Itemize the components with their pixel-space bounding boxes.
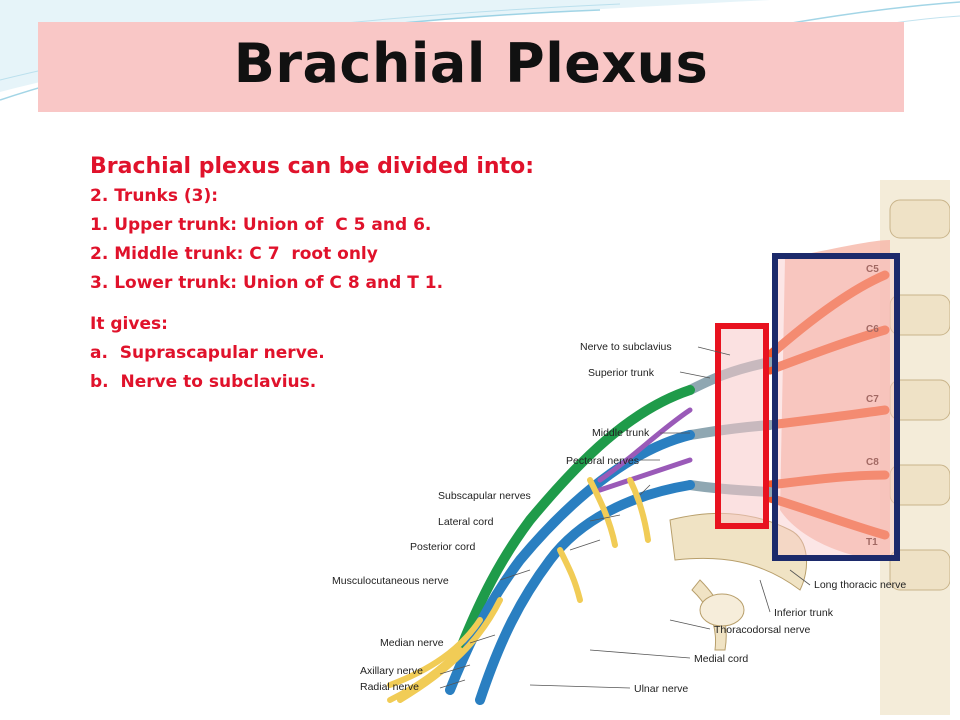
label-musculocutaneous-nerve: Musculocutaneous nerve bbox=[332, 575, 449, 587]
label-lateral-cord: Lateral cord bbox=[438, 516, 494, 528]
nerve-roots bbox=[765, 270, 890, 540]
label-thoracodorsal-nerve: Thoracodorsal nerve bbox=[714, 624, 810, 636]
right-labels bbox=[529, 569, 811, 689]
left-labels bbox=[439, 346, 731, 689]
text-line: 2. Trunks (3): bbox=[90, 186, 219, 206]
page-title: Brachial Plexus bbox=[233, 32, 709, 95]
label-ulnar-nerve: Ulnar nerve bbox=[634, 683, 688, 695]
label-nerve-to-subclavius: Nerve to subclavius bbox=[580, 341, 672, 353]
title-band: Brachial Plexus bbox=[38, 22, 904, 112]
root-label-c7: C7 bbox=[866, 394, 879, 405]
label-radial-nerve: Radial nerve bbox=[360, 681, 419, 693]
brachial-plexus-diagram: C5 C6 C7 C8 T1 bbox=[332, 180, 950, 715]
terminal-nerves bbox=[387, 477, 651, 703]
humerus-section bbox=[699, 593, 745, 627]
root-label-c5: C5 bbox=[866, 264, 879, 275]
root-label-c6: C6 bbox=[866, 324, 879, 335]
vertebral-column bbox=[880, 180, 950, 715]
text-line: 1. Upper trunk: Union of C 5 and 6. bbox=[90, 215, 432, 235]
cords bbox=[445, 385, 695, 705]
gives-heading: It gives: bbox=[90, 314, 168, 334]
label-axillary-nerve: Axillary nerve bbox=[360, 665, 423, 677]
root-label-t1: T1 bbox=[866, 537, 878, 548]
trunks-highlight-box bbox=[715, 323, 769, 529]
text-line: 3. Lower trunk: Union of C 8 and T 1. bbox=[90, 273, 444, 293]
label-median-nerve: Median nerve bbox=[380, 637, 444, 649]
label-long-thoracic-nerve: Long thoracic nerve bbox=[814, 579, 906, 591]
section-heading: Brachial plexus can be divided into: bbox=[90, 154, 534, 179]
label-subscapular-nerves: Subscapular nerves bbox=[438, 490, 531, 502]
label-medial-cord: Medial cord bbox=[694, 653, 748, 665]
roots-highlight-box bbox=[772, 253, 900, 561]
label-inferior-trunk: Inferior trunk bbox=[774, 607, 834, 619]
label-posterior-cord: Posterior cord bbox=[410, 541, 476, 553]
label-middle-trunk: Middle trunk bbox=[592, 427, 650, 439]
label-pectoral-nerves: Pectoral nerves bbox=[566, 455, 639, 467]
root-label-c8: C8 bbox=[866, 457, 879, 468]
label-superior-trunk: Superior trunk bbox=[588, 367, 655, 379]
text-line: 2. Middle trunk: C 7 root only bbox=[90, 244, 378, 264]
content-text: Brachial plexus can be divided into: 2. … bbox=[90, 152, 610, 397]
root-labels: C5 C6 C7 C8 T1 bbox=[866, 264, 879, 548]
gives-item: b. Nerve to subclavius. bbox=[90, 372, 317, 392]
gives-item: a. Suprascapular nerve. bbox=[90, 343, 325, 363]
